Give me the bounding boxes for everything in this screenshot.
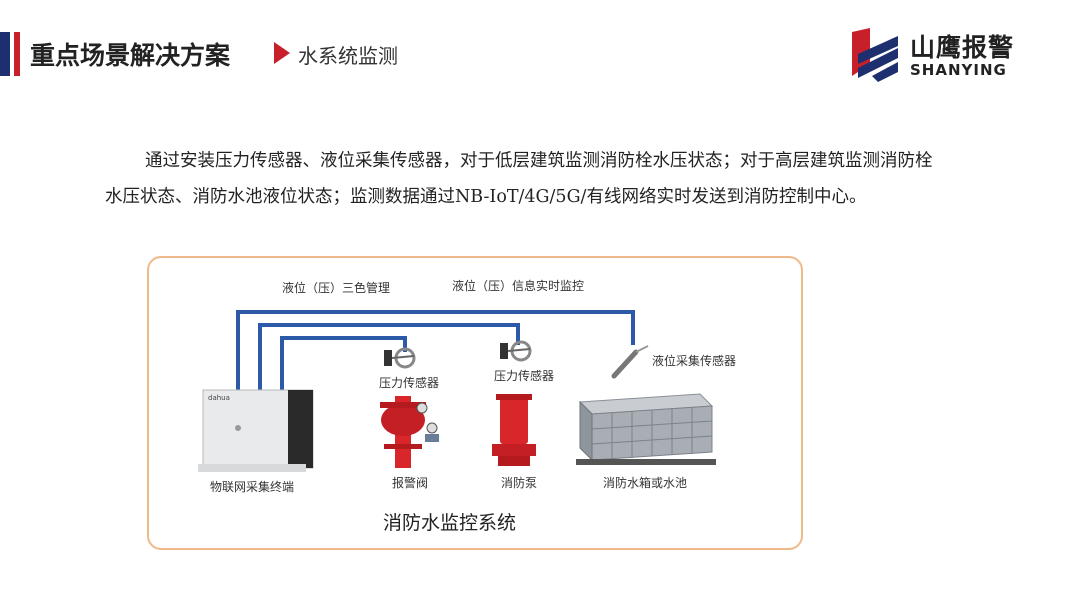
diagram-caption: 消防水监控系统	[383, 512, 517, 534]
pressure-sensor-1-icon	[384, 347, 416, 369]
play-arrow-icon	[274, 42, 290, 64]
label-iot-terminal: 物联网采集终端	[210, 480, 295, 494]
diagram-panel	[147, 256, 803, 550]
page-title: 重点场景解决方案	[30, 41, 231, 70]
label-tricolor-management: 液位（压）三色管理	[282, 281, 391, 295]
header-accent-bar-red	[14, 32, 20, 76]
water-tank-device	[576, 393, 716, 465]
pipe-middle	[258, 323, 520, 392]
label-realtime-monitoring: 液位（压）信息实时监控	[452, 279, 585, 293]
fire-pump-device	[492, 394, 536, 466]
pressure-sensor-2-icon	[500, 340, 532, 362]
level-sensor-probe-icon	[611, 345, 649, 379]
pipe-inner	[280, 336, 407, 392]
pipe-lines	[236, 310, 635, 392]
iot-terminal-device: dahua	[198, 389, 314, 472]
shanying-logo	[852, 28, 898, 82]
label-alarm-valve: 报警阀	[392, 476, 429, 490]
label-water-tank: 消防水箱或水池	[603, 476, 688, 490]
svg-text:dahua: dahua	[208, 394, 230, 402]
label-level-sensor: 液位采集传感器	[652, 354, 737, 368]
logo-text-en: SHANYING	[910, 61, 1007, 79]
label-fire-pump: 消防泵	[501, 476, 538, 490]
intro-paragraph: 通过安装压力传感器、液位采集传感器，对于低层建筑监测消防栓水压状态；对于高层建筑…	[105, 151, 933, 207]
header-accent-bar-navy	[0, 32, 10, 76]
pipe-outer	[236, 310, 635, 392]
alarm-valve-device	[380, 396, 439, 468]
label-pressure-sensor-2: 压力传感器	[494, 369, 555, 383]
page-subtitle: 水系统监测	[298, 44, 398, 68]
label-pressure-sensor-1: 压力传感器	[379, 376, 440, 390]
logo-text-cn: 山鹰报警	[910, 33, 1015, 62]
